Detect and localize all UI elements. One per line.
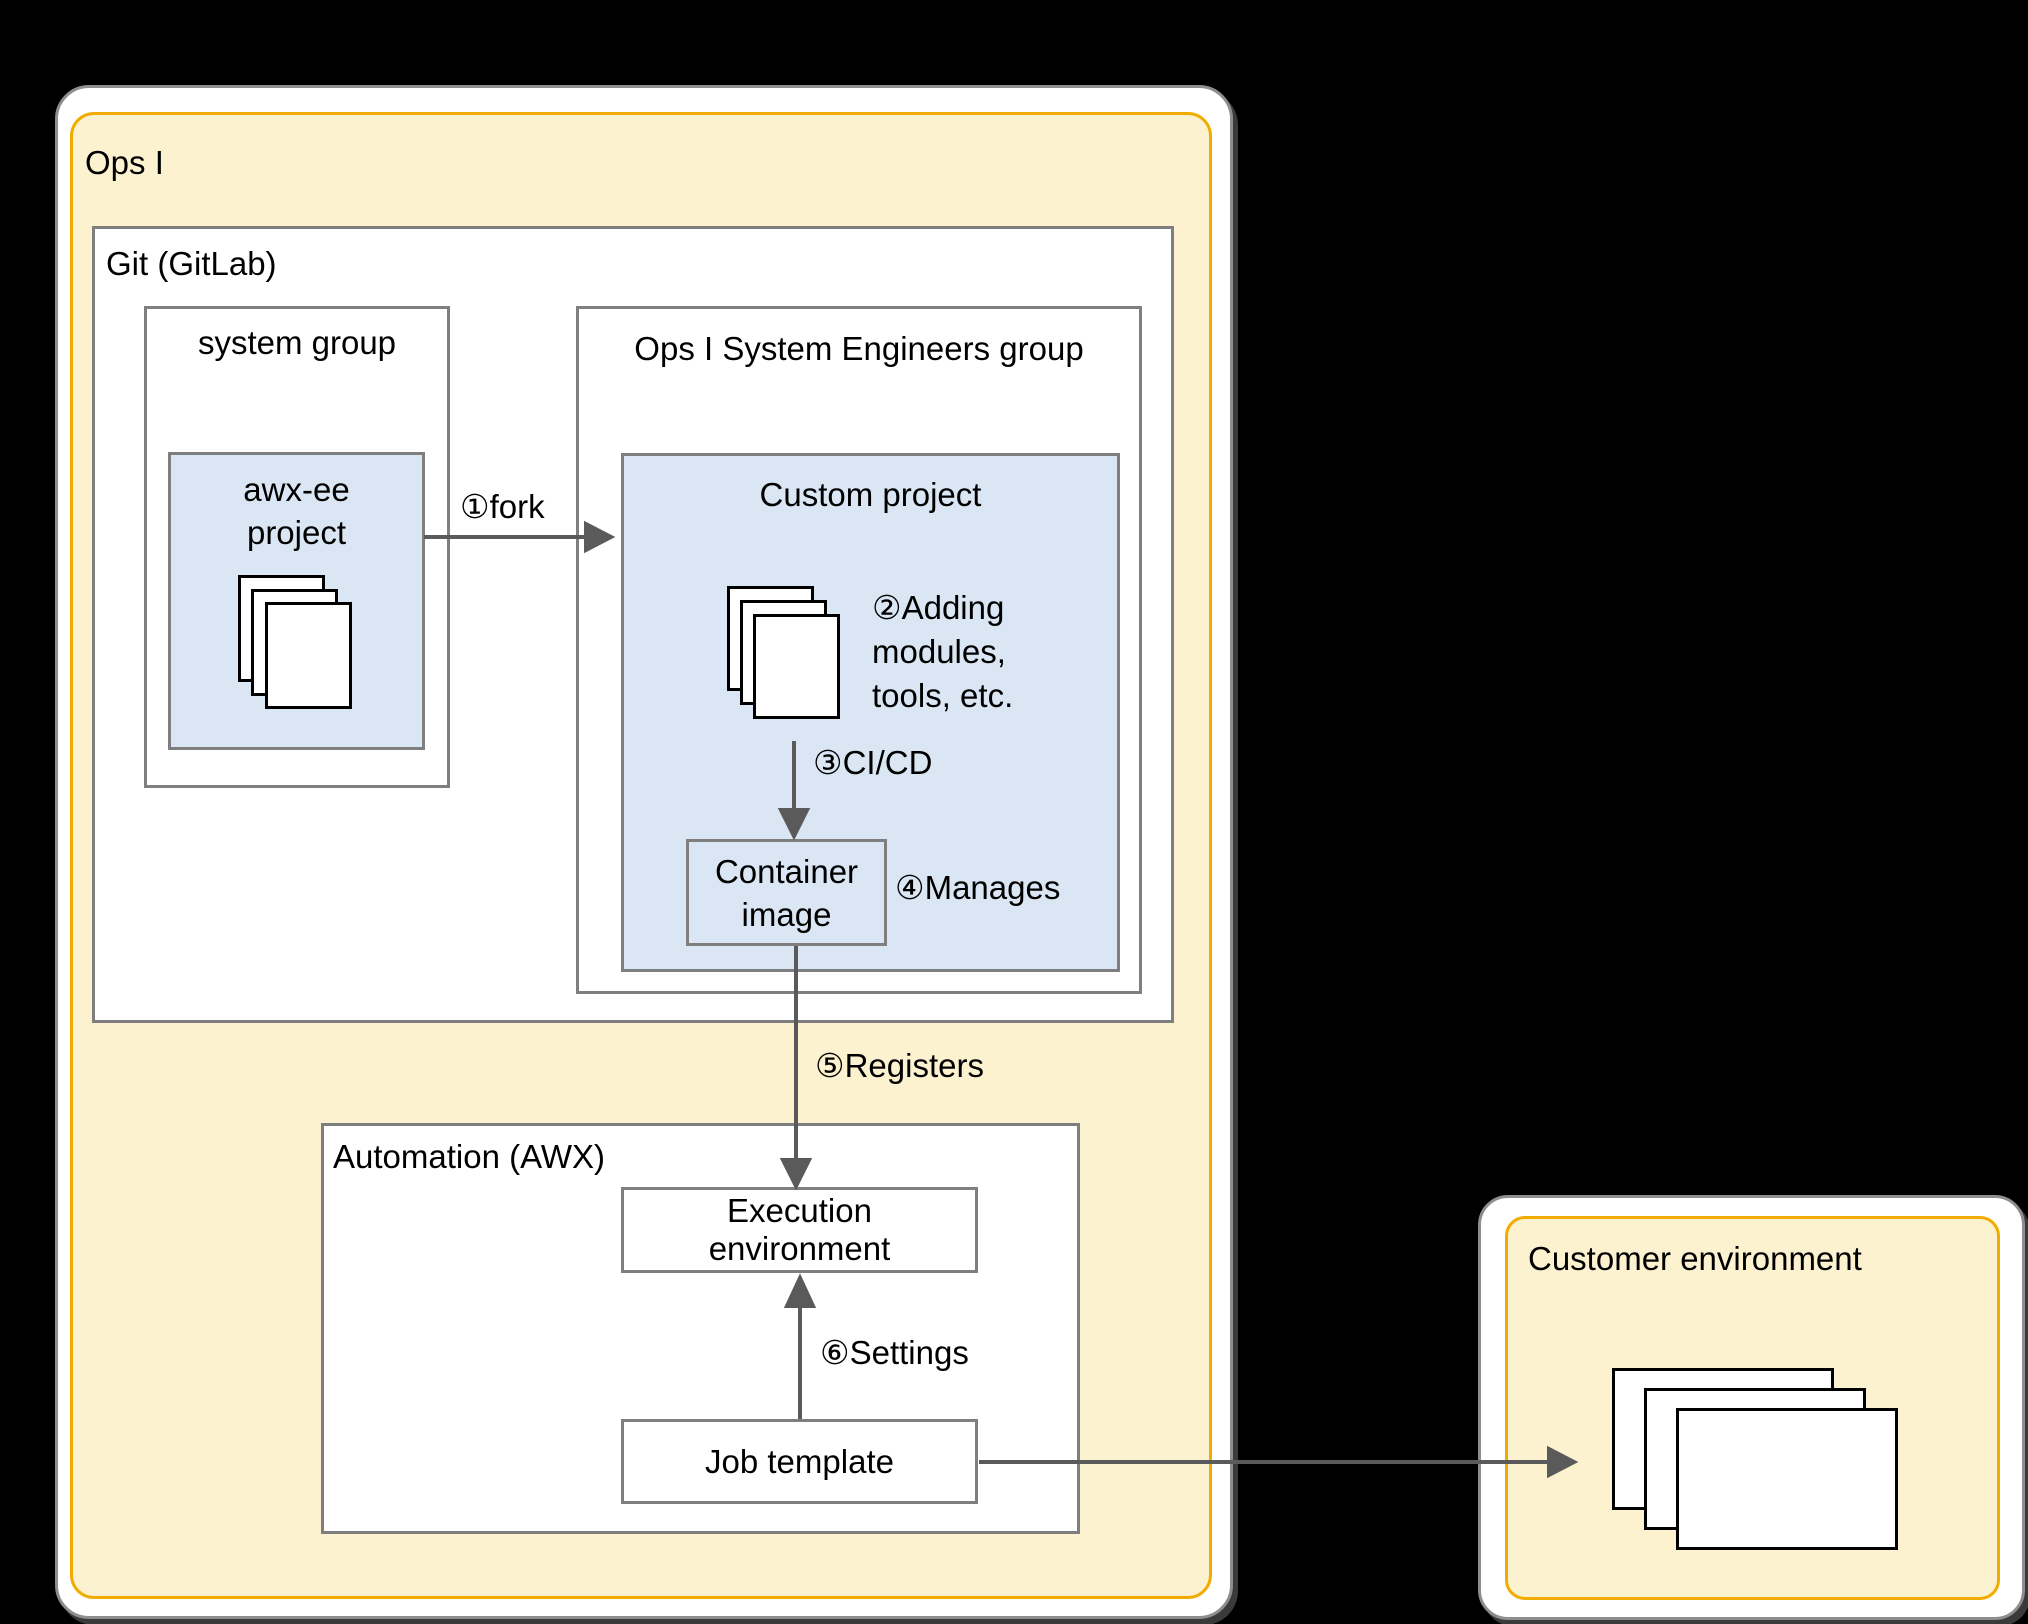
cicd-arrow-label: ③CI/CD bbox=[813, 744, 933, 781]
automation-awx-title: Automation (AWX) bbox=[333, 1138, 606, 1175]
engineers-group-title: Ops I System Engineers group bbox=[634, 330, 1084, 367]
fork-arrow-label: ①fork bbox=[460, 488, 545, 525]
ops-zone-title: Ops I bbox=[85, 144, 164, 181]
customer-zone-title: Customer environment bbox=[1528, 1240, 1862, 1277]
manages-label: ④Manages bbox=[895, 869, 1061, 906]
custom-project-title: Custom project bbox=[759, 476, 982, 513]
adding-modules-note: ②Adding modules, tools, etc. bbox=[872, 589, 1014, 714]
system-group-title: system group bbox=[197, 324, 397, 361]
execution-environment-label: Execution environment bbox=[708, 1192, 891, 1267]
awx-ee-project-label: awx-ee project bbox=[243, 471, 350, 551]
git-gitlab-title: Git (GitLab) bbox=[106, 245, 277, 282]
job-template-box: Job template bbox=[621, 1419, 978, 1504]
document-page-icon bbox=[753, 614, 840, 719]
document-page-icon bbox=[265, 602, 352, 709]
execution-environment-box: Execution environment bbox=[621, 1187, 978, 1273]
container-image-label: Container image bbox=[714, 852, 859, 933]
job-template-label: Job template bbox=[705, 1443, 894, 1480]
settings-arrow-label: ⑥Settings bbox=[820, 1334, 969, 1371]
host-card-icon bbox=[1676, 1408, 1898, 1550]
registers-arrow-label: ⑤Registers bbox=[815, 1047, 984, 1084]
container-image-box: Container image bbox=[686, 839, 887, 946]
